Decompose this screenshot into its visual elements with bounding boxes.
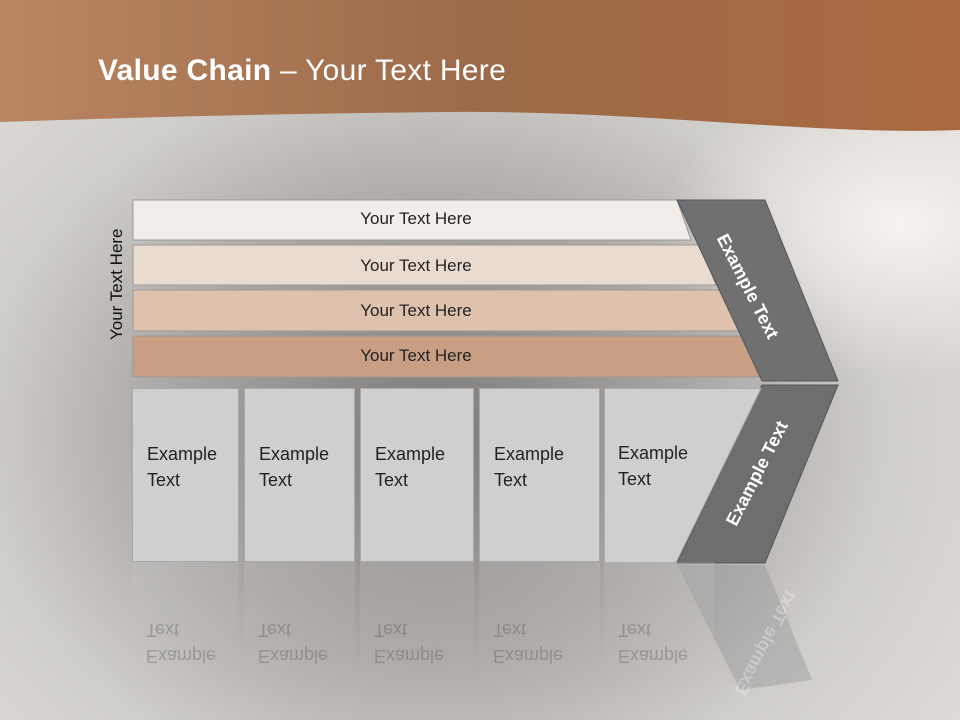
- cell-3-reflection-text: Example Text: [374, 620, 445, 666]
- cell-5-label: Example Text: [618, 443, 689, 489]
- cell-4-label: Example Text: [494, 444, 565, 490]
- cell-2-label: Example Text: [259, 444, 330, 490]
- cell-4-reflection-text: Example Text: [493, 620, 564, 666]
- bar-label-2: Your Text Here: [360, 256, 472, 275]
- cell-5-reflection-text: Example Text: [618, 620, 689, 666]
- cell-5-reflection: Example Text: [604, 562, 714, 692]
- bar-label-3: Your Text Here: [360, 301, 472, 320]
- header-band: [0, 0, 960, 131]
- bar-label-1: Your Text Here: [360, 209, 472, 228]
- chevron-bottom-shape: [676, 384, 839, 564]
- title-rest: – Your Text Here: [271, 54, 507, 87]
- cell-5-shape: [604, 388, 762, 563]
- page-title: Value Chain – Your Text Here: [98, 54, 506, 88]
- cell-2: Example Text: [244, 388, 355, 562]
- chevron-reflection: [677, 565, 812, 690]
- cell-3-reflection: Example Text: [360, 562, 474, 692]
- cell-4-reflection: Example Text: [479, 562, 600, 692]
- chevron-top-shape: [676, 199, 839, 382]
- cell-3-label: Example Text: [375, 444, 446, 490]
- bar-2-shape: [132, 244, 717, 286]
- cell-1: Example Text: [132, 388, 239, 562]
- cell-3: Example Text: [360, 388, 474, 562]
- cell-1-reflection: Example Text: [132, 562, 239, 692]
- bar-label-4: Your Text Here: [360, 346, 472, 365]
- cell-2-reflection-text: Example Text: [258, 620, 329, 666]
- cell-4: Example Text: [479, 388, 600, 562]
- title-bold: Value Chain: [98, 54, 272, 87]
- cell-2-reflection: Example Text: [244, 562, 355, 692]
- cell-1-label: Example Text: [147, 444, 218, 490]
- cell-1-reflection-text: Example Text: [146, 620, 217, 666]
- bar-1-shape: [132, 199, 692, 241]
